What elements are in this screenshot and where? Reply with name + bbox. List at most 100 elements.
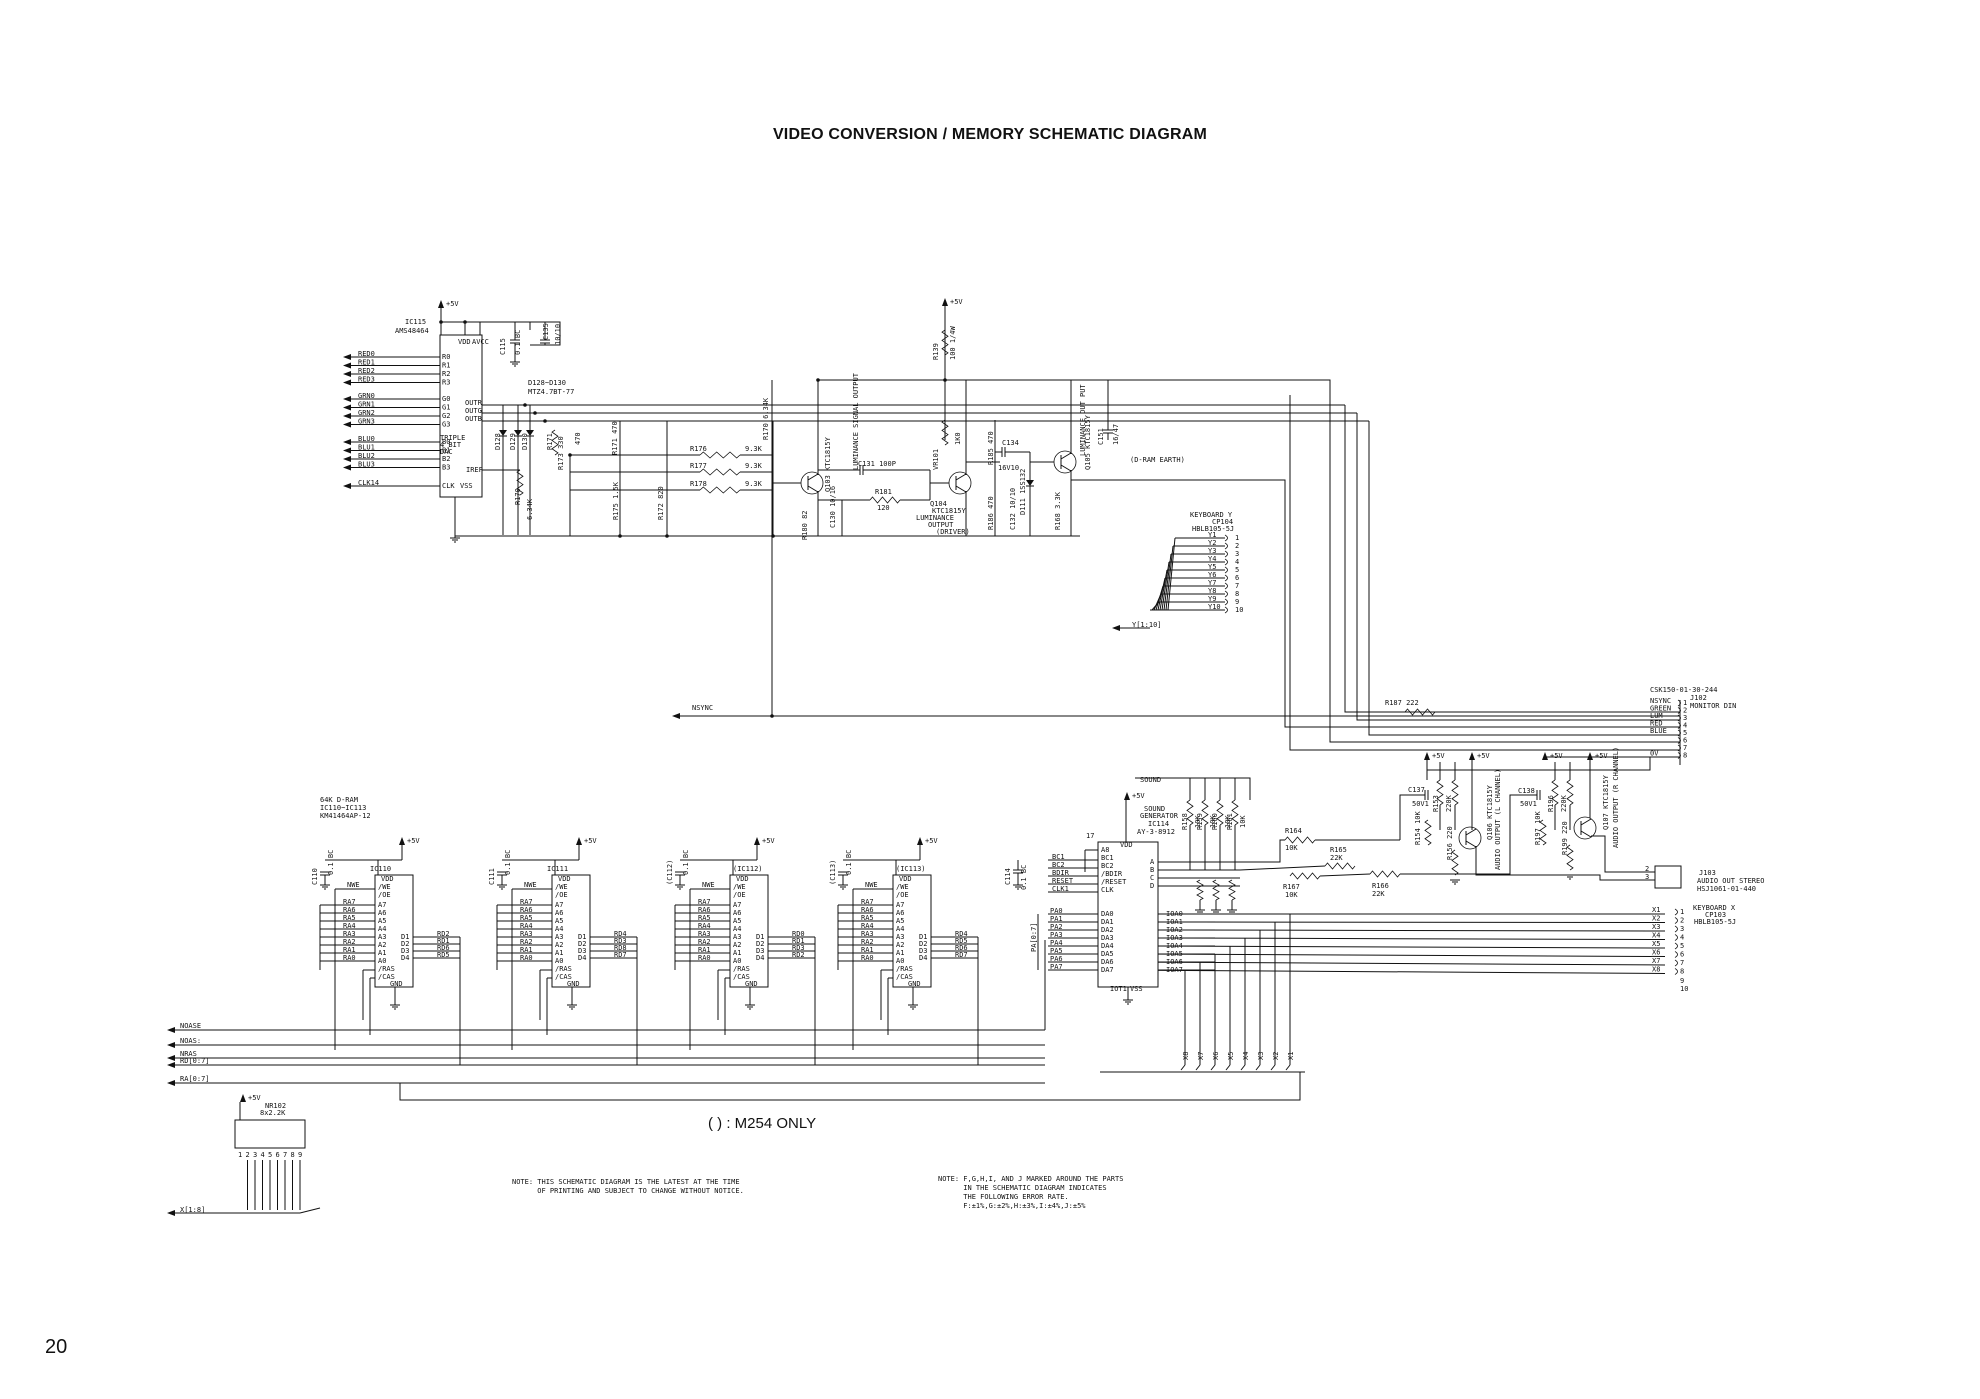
dram-rd-label: RD1 [437, 937, 450, 945]
dram-cap-value: 0.1 BC [682, 850, 690, 875]
d129-label: D129 [509, 433, 517, 450]
junction [543, 419, 547, 423]
dram-pin-we: /WE [733, 883, 746, 891]
nr102-ref: NR102 [265, 1102, 286, 1110]
supply-arrow [240, 1094, 246, 1102]
dram-pin-gnd: GND [908, 980, 921, 988]
keyboard-x-line: X4 [1652, 932, 1660, 940]
sound-ioa-label: IOA3 [1166, 934, 1183, 942]
r156-resistor [1451, 849, 1459, 876]
connector-pin [1224, 574, 1228, 582]
junction [618, 534, 622, 538]
junction [533, 411, 537, 415]
r183-label: R185 470 [987, 431, 995, 465]
wire [1475, 846, 1660, 881]
dram-a-label: A3 [733, 933, 741, 941]
input-arrow [343, 396, 351, 402]
mix-resistor-ref: R176 [690, 445, 707, 453]
input-arrow [343, 404, 351, 411]
dac-chip [439, 334, 483, 498]
r153-ref: R153 [1432, 795, 1440, 812]
keyboard-x-pin: 4 [1680, 934, 1684, 942]
sound-pa-label: PA3 [1050, 931, 1063, 939]
sound-resistor-value: 10K [1194, 815, 1202, 828]
keyboard-x-pin: 2 [1680, 917, 1684, 925]
sound-ioa-label: IOA1 [1166, 918, 1183, 926]
dram-d-label: D3 [756, 947, 764, 955]
q103-transistor [807, 485, 819, 493]
mix-resistor-value: 9.3K [745, 445, 763, 453]
dram-a-label: A5 [378, 917, 386, 925]
supply-arrow [399, 837, 405, 845]
dram-a-label: A2 [733, 941, 741, 949]
mix-resistor [699, 468, 741, 476]
sound-pin-label: A8 [1101, 846, 1109, 854]
sound-pa-label: PA4 [1050, 939, 1063, 947]
dac-input-label: GRN0 [358, 392, 375, 400]
dram-ra-label: RA4 [698, 922, 711, 930]
wire [1167, 537, 1176, 611]
dram-pin-cas: /CAS [896, 973, 913, 981]
nr102-pin: 3 [253, 1151, 257, 1159]
monitor-pin-label: 0V [1650, 750, 1659, 758]
resistor-network [234, 1119, 306, 1149]
c151-label: C151 [1097, 428, 1105, 445]
audio-bias-resistor [1436, 779, 1444, 806]
connector-pin [1677, 752, 1681, 759]
dram-ra-label: RA5 [520, 914, 533, 922]
wire [1285, 1064, 1291, 1071]
dram-pin-ras: /RAS [555, 965, 572, 973]
dram-rd-label: RD7 [955, 951, 968, 959]
dram-rd-label: RD3 [792, 944, 805, 952]
r186-label: R168 3.3K [1054, 491, 1062, 530]
dram-ra-label: RA5 [343, 914, 356, 922]
sound-pin-label: CLK [1101, 886, 1114, 894]
dram-pin-oe: /OE [733, 891, 746, 899]
dram-pin-ras: /RAS [378, 965, 395, 973]
dram-a-label: A7 [555, 901, 563, 909]
sound-pin-label: /RESET [1101, 878, 1127, 886]
keyboard-x-vertical-label: X3 [1257, 1052, 1265, 1060]
dram-a-label: A6 [378, 909, 386, 917]
dram-pin-ras: /RAS [896, 965, 913, 973]
dram-pin-ras: /RAS [733, 965, 750, 973]
dram-a-label: A3 [555, 933, 563, 941]
supply-label: +5V [1477, 752, 1490, 760]
q105-transistor [1060, 464, 1072, 472]
dram-cap-value: 0.1 BC [845, 850, 853, 875]
dac-pin-label: G1 [442, 404, 450, 412]
dram-d-label: D4 [401, 954, 409, 962]
zener-diode [526, 430, 534, 436]
r156-label: R156 220 [1446, 826, 1454, 860]
dram-ra-label: RA3 [343, 930, 356, 938]
dac-input-label: GRN2 [358, 409, 375, 417]
wire [1124, 961, 1666, 966]
bus-label: NOASE [180, 1022, 201, 1030]
r172-label: R173 330 [557, 436, 565, 470]
sound-ctrl-label: BC1 [1052, 853, 1065, 861]
sound-resistor-ref: R159 [1196, 813, 1204, 830]
dram-ra-label: RA3 [698, 930, 711, 938]
supply-arrow [1124, 792, 1130, 800]
dram-cap-ref: C110 [311, 868, 319, 885]
dac-pin-label: R0 [442, 353, 450, 361]
dram-d-label: D4 [756, 954, 764, 962]
dac-input-label: BLU3 [358, 461, 375, 469]
monitor-pin-number: 7 [1683, 744, 1687, 752]
monitor-pin-number: 8 [1683, 752, 1687, 760]
q104-transistor [955, 473, 967, 481]
sound-resistor-ref: R161 [1226, 813, 1234, 830]
connector-pin [1674, 917, 1678, 924]
dram-chip [551, 874, 591, 988]
keyboard-y-bus-arrow [1112, 625, 1120, 631]
wire [530, 321, 561, 346]
dram-pin-vdd: VDD [381, 875, 394, 883]
supply-label: +5V [1432, 752, 1445, 760]
input-arrow [343, 447, 351, 454]
ay-part-label: AY-3-8912 [1137, 828, 1175, 836]
supply-arrow [576, 837, 582, 845]
r170-resistor [516, 469, 524, 496]
dac-output-label: OUTR [465, 399, 483, 407]
wire [1080, 379, 1680, 743]
